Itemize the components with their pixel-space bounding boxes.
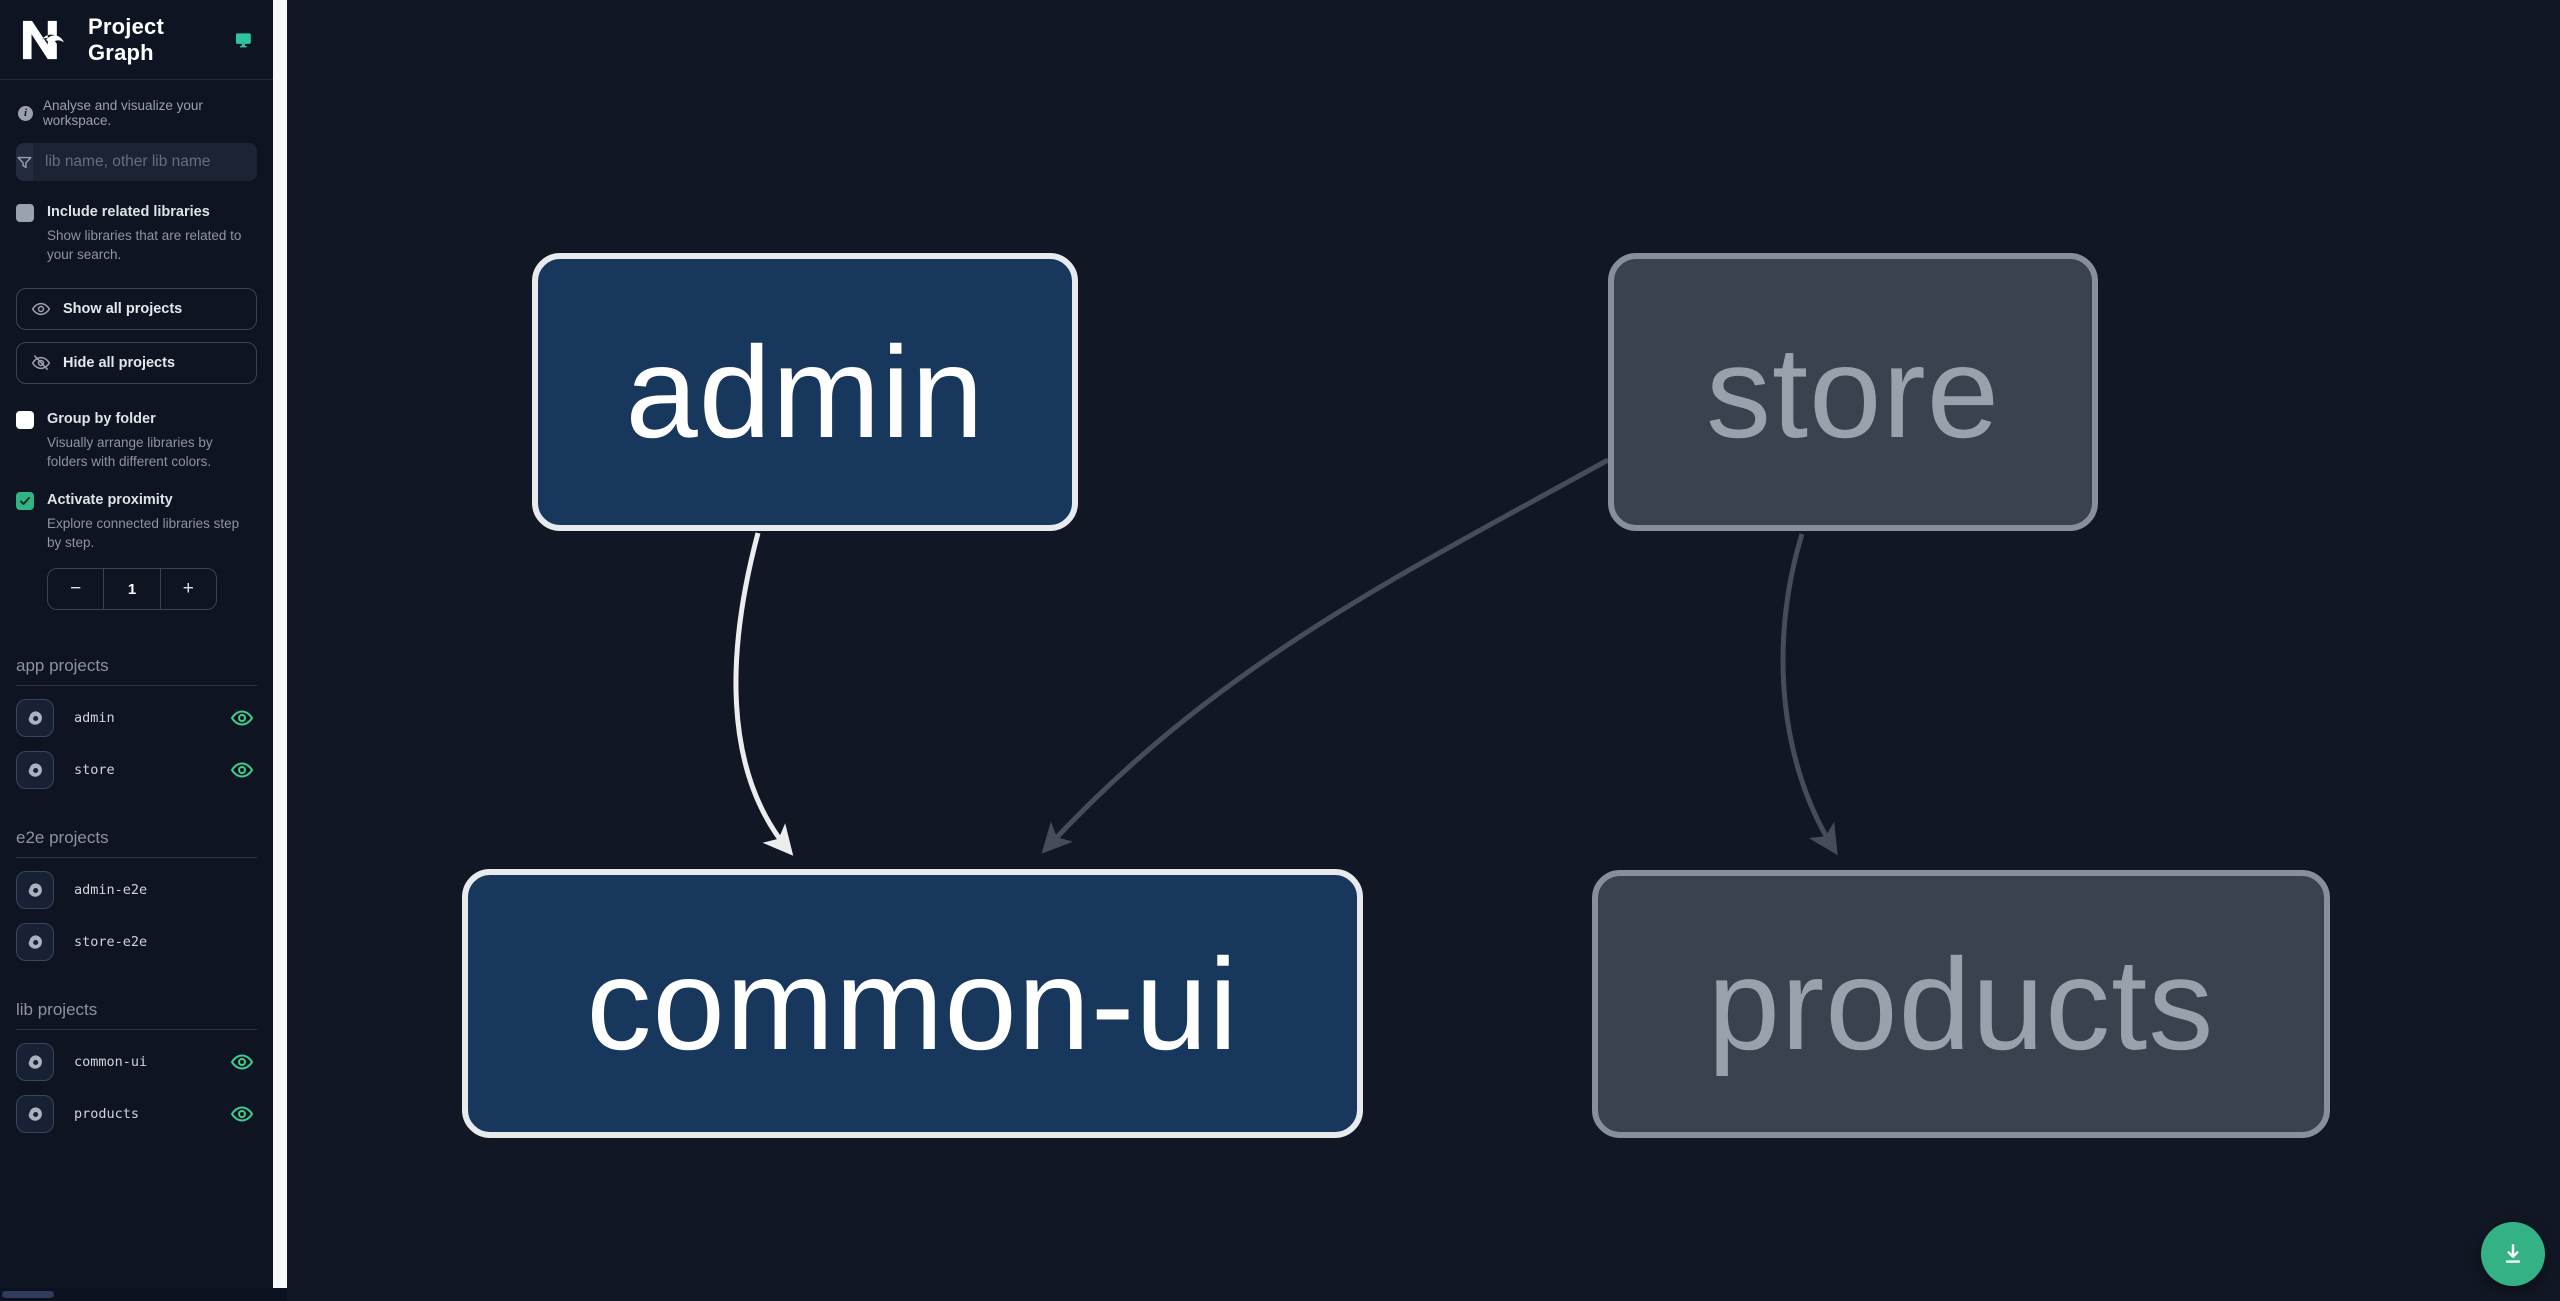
group-by-folder-checkbox[interactable]	[16, 411, 34, 430]
section-title-lib-projects: lib projects	[16, 1000, 257, 1031]
include-related-toggle[interactable]: Include related libraries Show libraries…	[0, 203, 273, 264]
sidebar-horizontal-scrollbar[interactable]	[0, 1288, 287, 1301]
graph-node-admin[interactable]: admin	[532, 253, 1078, 531]
info-icon: i	[18, 105, 33, 121]
scrollbar-thumb[interactable]	[2, 1291, 54, 1298]
project-name: common-ui	[74, 1054, 148, 1071]
project-row-store-e2e: store-e2e	[16, 922, 263, 962]
project-row-common-ui: common-ui	[16, 1042, 263, 1082]
toggle-visibility-eye-icon[interactable]	[229, 1049, 255, 1075]
proximity-depth-value: 1	[103, 569, 161, 610]
project-name: admin	[74, 710, 115, 727]
group-by-folder-toggle[interactable]: Group by folder Visually arrange librari…	[0, 410, 273, 471]
focus-icon	[28, 883, 42, 897]
toggle-visibility-eye-icon[interactable]	[229, 705, 255, 731]
graph-node-store[interactable]: store	[1608, 253, 2098, 531]
check-icon	[20, 497, 30, 506]
debugger-monitor-icon[interactable]	[234, 29, 253, 51]
project-name: store	[74, 762, 115, 779]
proximity-depth-stepper: − 1 +	[47, 568, 217, 611]
tagline-text: Analyse and visualize your workspace.	[43, 98, 203, 128]
focus-project-button[interactable]	[16, 923, 54, 962]
project-row-admin: admin	[16, 698, 263, 738]
project-row-store: store	[16, 750, 263, 790]
activate-proximity-label: Activate proximity	[47, 492, 173, 509]
sidebar-header: Project Graph	[0, 0, 273, 80]
activate-proximity-toggle[interactable]: Activate proximity Explore connected lib…	[0, 491, 273, 552]
filter-bar	[16, 143, 257, 181]
graph-node-common-ui[interactable]: common-ui	[462, 869, 1363, 1138]
toggle-visibility-eye-icon[interactable]	[229, 757, 255, 783]
proximity-decrement-button[interactable]: −	[70, 578, 82, 600]
group-by-folder-label: Group by folder	[47, 411, 156, 428]
hide-all-label: Hide all projects	[63, 355, 176, 372]
eye-icon	[31, 302, 51, 316]
eye-off-icon	[31, 355, 51, 371]
project-name: store-e2e	[74, 934, 148, 951]
edge-store-to-products	[1780, 533, 1838, 856]
focus-project-button[interactable]	[16, 699, 54, 738]
project-filter-input[interactable]	[33, 143, 257, 181]
edge-store-to-common-ui	[1041, 457, 1610, 854]
activate-proximity-description: Explore connected libraries step by step…	[47, 516, 240, 551]
project-row-products: products	[16, 1094, 263, 1134]
include-related-checkbox[interactable]	[16, 204, 34, 222]
focus-project-button[interactable]	[16, 751, 54, 790]
focus-icon	[28, 1055, 42, 1069]
section-title-app-projects: app projects	[16, 656, 257, 687]
focus-project-button[interactable]	[16, 1095, 54, 1134]
download-icon	[2505, 1244, 2521, 1263]
workspace-tagline: i Analyse and visualize your workspace.	[0, 80, 273, 128]
focus-icon	[28, 763, 42, 777]
project-row-admin-e2e: admin-e2e	[16, 870, 263, 910]
funnel-icon	[16, 143, 33, 181]
focus-icon	[28, 935, 42, 949]
proximity-increment-button[interactable]: +	[182, 578, 194, 600]
graph-node-products[interactable]: products	[1592, 870, 2330, 1138]
project-name: admin-e2e	[74, 882, 148, 899]
sidebar: Project Graph i Analyse and visualize yo…	[0, 0, 273, 1301]
app-title: Project Graph	[88, 13, 164, 65]
nx-logo-icon	[22, 20, 64, 59]
focus-icon	[28, 711, 42, 725]
toggle-visibility-eye-icon[interactable]	[229, 1101, 255, 1127]
focus-icon	[28, 1107, 42, 1121]
group-by-folder-description: Visually arrange libraries by folders wi…	[47, 435, 213, 470]
show-all-label: Show all projects	[63, 301, 183, 318]
hide-all-projects-button[interactable]: Hide all projects	[16, 342, 257, 385]
include-related-label: Include related libraries	[47, 204, 210, 220]
section-title-e2e-projects: e2e projects	[16, 828, 257, 859]
focus-project-button[interactable]	[16, 1043, 54, 1082]
project-name: products	[74, 1106, 140, 1123]
edge-admin-to-common-ui	[733, 532, 794, 856]
download-button[interactable]	[2481, 1222, 2545, 1286]
focus-project-button[interactable]	[16, 871, 54, 910]
sidebar-vertical-scrollbar[interactable]	[273, 0, 287, 1288]
include-related-description: Show libraries that are related to your …	[47, 227, 242, 262]
activate-proximity-checkbox[interactable]	[16, 492, 34, 511]
show-all-projects-button[interactable]: Show all projects	[16, 288, 257, 331]
